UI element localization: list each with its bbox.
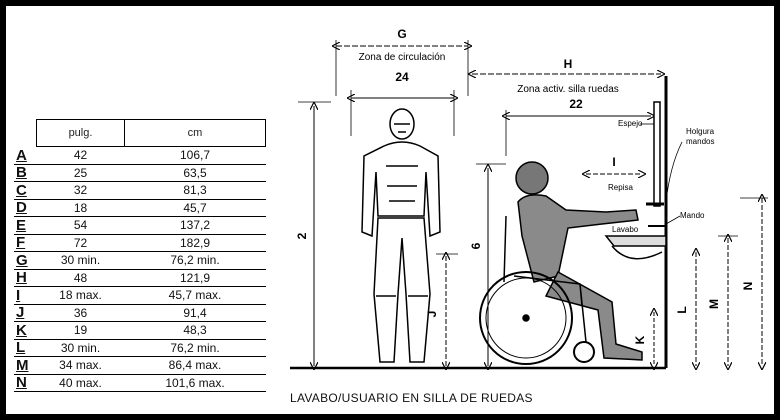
mando-label: Mando — [680, 211, 705, 220]
row-cm: 63,5 — [124, 164, 266, 182]
row-letter: D — [14, 199, 37, 217]
row-cm: 101,6 max. — [124, 374, 266, 392]
lavatory-fixtures — [604, 101, 667, 260]
header-cm: cm — [124, 119, 266, 147]
row-inches: 34 max. — [36, 356, 125, 375]
row-cm: 76,2 min. — [124, 339, 266, 357]
row-inches: 30 min. — [36, 339, 125, 357]
row-cm: 45,7 max. — [124, 286, 266, 305]
row-letter: G — [14, 251, 37, 270]
g-zone-label: Zona de circulación — [359, 52, 446, 63]
row-letter: F — [14, 234, 37, 252]
row-letter: H — [14, 269, 37, 287]
row-inches: 42 — [36, 146, 125, 165]
row-cm: 91,4 — [124, 304, 266, 322]
header-inches: pulg. — [36, 119, 125, 147]
row-inches: 25 — [36, 164, 125, 182]
side-2-label: 2 — [295, 232, 309, 239]
row-letter: N — [14, 374, 37, 392]
row-cm: 81,3 — [124, 181, 266, 200]
n-letter: N — [741, 282, 755, 291]
k-dimension: K — [633, 312, 654, 366]
table-header-row: pulg. cm — [14, 119, 266, 147]
k-letter: K — [633, 335, 647, 344]
row-cm: 137,2 — [124, 216, 266, 235]
g-letter: G — [397, 27, 406, 41]
row-letter: M — [14, 356, 37, 375]
wheelchair-lavatory-diagram: G Zona de circulación 24 H Zona activ. s… — [290, 27, 768, 414]
row-cm: 76,2 min. — [124, 251, 266, 270]
seated-height-dimension: 6 — [469, 163, 506, 366]
row-letter: C — [14, 181, 37, 200]
row-inches: 32 — [36, 181, 125, 200]
row-inches: 72 — [36, 234, 125, 252]
m-dimension: M — [707, 236, 738, 366]
h-dimension: H Zona activ. silla ruedas 22 — [472, 57, 661, 156]
standing-person-figure — [361, 108, 441, 363]
row-letter: L — [14, 339, 37, 357]
holgura-label: Holgura — [686, 127, 715, 136]
row-inches: 48 — [36, 269, 125, 287]
row-letter: J — [14, 304, 37, 322]
repisa-label: Repisa — [608, 183, 633, 192]
side-6-label: 6 — [469, 242, 483, 249]
row-letter: E — [14, 216, 37, 235]
l-dimension: L — [675, 252, 696, 366]
row-inches: 54 — [36, 216, 125, 235]
n-dimension: N — [740, 198, 768, 366]
i-letter: I — [612, 155, 615, 169]
mandos-label: mandos — [686, 137, 714, 146]
row-inches: 30 min. — [36, 251, 125, 270]
h-zone-label: Zona activ. silla ruedas — [517, 84, 619, 95]
row-cm: 86,4 max. — [124, 356, 266, 375]
row-letter: B — [14, 164, 37, 182]
row-inches: 40 max. — [36, 374, 125, 392]
row-inches: 36 — [36, 304, 125, 322]
j-dimension: J — [425, 254, 458, 366]
l-letter: L — [675, 306, 689, 313]
figure-caption: LAVABO/USUARIO EN SILLA DE RUEDAS — [290, 391, 533, 405]
espejo-label: Espejo — [618, 119, 643, 128]
wheelchair-user-figure — [479, 161, 643, 365]
lavabo-label: Lavabo — [612, 225, 639, 234]
row-inches: 18 — [36, 199, 125, 217]
standing-height-dimension: 2 — [295, 101, 331, 366]
row-cm: 45,7 — [124, 199, 266, 217]
i-dimension: I — [586, 155, 642, 174]
j-letter: J — [425, 311, 439, 318]
row-letter: K — [14, 321, 37, 340]
row-letter: A — [14, 146, 37, 165]
row-cm: 121,9 — [124, 269, 266, 287]
row-cm: 106,7 — [124, 146, 266, 165]
h-value: 22 — [569, 97, 583, 111]
row-inches: 19 — [36, 321, 125, 340]
row-letter: I — [14, 286, 37, 305]
g-value: 24 — [395, 70, 409, 84]
row-cm: 48,3 — [124, 321, 266, 340]
g-dimension: G Zona de circulación 24 — [336, 27, 468, 136]
row-cm: 182,9 — [124, 234, 266, 252]
m-letter: M — [707, 299, 721, 309]
h-letter: H — [564, 57, 573, 71]
row-inches: 18 max. — [36, 286, 125, 305]
